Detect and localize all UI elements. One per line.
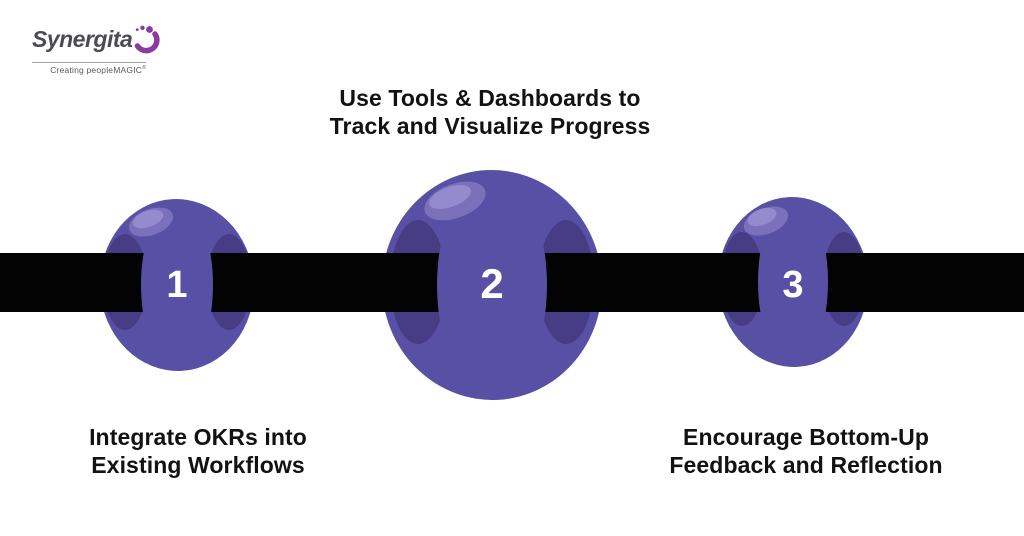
- timeline-bead-1: 1: [93, 198, 261, 378]
- timeline-bead-3: 3: [711, 196, 875, 375]
- bead-highlight-inner: [429, 184, 471, 210]
- step-2-label-line-2: Track and Visualize Progress: [329, 113, 651, 139]
- step-number: 3: [782, 264, 803, 306]
- step-3-label: Encourage Bottom-Up Feedback and Reflect…: [669, 423, 942, 479]
- logo-tagline: Creating peopleMAGIC®: [32, 65, 146, 75]
- step-number: 2: [480, 260, 503, 307]
- bead-center-cover: [437, 173, 547, 397]
- registered-mark: ®: [142, 65, 146, 72]
- bead-highlight-inner: [747, 207, 777, 227]
- logo-tagline-text: Creating peopleMAGIC: [50, 65, 143, 75]
- synergita-swirl-icon: [133, 25, 160, 61]
- step-1-label-line-1: Integrate OKRs into: [89, 424, 307, 450]
- bead-highlight-inner: [132, 209, 164, 229]
- step-2-label: Use Tools & Dashboards to Track and Visu…: [330, 84, 651, 140]
- step-2-label-line-1: Use Tools & Dashboards to: [339, 85, 641, 111]
- logo-wordmark: Synergita: [32, 26, 133, 52]
- step-3-label-line-2: Feedback and Reflection: [669, 452, 943, 478]
- bead-center-cover: [141, 201, 213, 369]
- step-1-label: Integrate OKRs into Existing Workflows: [89, 423, 307, 479]
- bead-center-cover: [758, 199, 828, 365]
- step-number: 1: [166, 264, 187, 306]
- synergita-logo: Synergita Creating peopleMAGIC®: [32, 24, 160, 75]
- timeline-bead-2: 2: [375, 168, 609, 407]
- logo-divider: [32, 62, 146, 63]
- step-3-label-line-1: Encourage Bottom-Up: [683, 424, 929, 450]
- step-1-label-line-2: Existing Workflows: [91, 452, 305, 478]
